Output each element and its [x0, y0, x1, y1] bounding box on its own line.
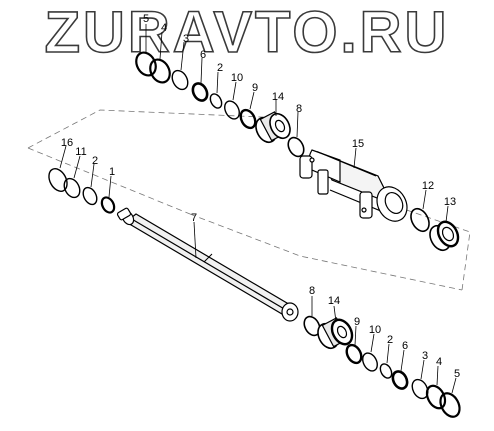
housing-15	[299, 149, 408, 222]
bottom-ring-2	[379, 363, 393, 379]
leader-lines	[59, 24, 457, 394]
watermark-text: ZURAVTO.RU	[45, 0, 450, 65]
left-ring-11	[63, 177, 81, 199]
left-ring-16	[48, 168, 68, 192]
top-ring-9	[239, 108, 257, 130]
bottom-seal-stack	[303, 315, 321, 337]
label-top-8: 8	[296, 103, 302, 115]
label-left-16: 16	[61, 137, 73, 149]
top-ring-4	[149, 58, 171, 84]
label-top-3: 3	[183, 33, 189, 45]
label-bot-6: 6	[402, 340, 408, 352]
label-left-2: 2	[92, 155, 98, 167]
top-ring-8	[287, 136, 305, 158]
label-left-11: 11	[75, 146, 86, 158]
top-ring-2	[209, 93, 223, 109]
label-bot-2: 2	[387, 334, 393, 346]
top-piston-14	[255, 111, 291, 144]
left-ring-2	[82, 186, 98, 206]
label-rod-7: 7	[191, 212, 197, 224]
gland-13	[429, 220, 460, 252]
label-top-10: 10	[231, 72, 243, 84]
label-top-15: 15	[352, 138, 364, 150]
label-mid-12: 12	[422, 180, 434, 192]
bottom-ring-8	[303, 315, 321, 337]
label-top-5: 5	[143, 13, 149, 25]
label-bot-14: 14	[328, 295, 340, 307]
label-left-1: 1	[109, 166, 115, 178]
label-top-4: 4	[161, 22, 167, 34]
left-ring-1	[100, 196, 116, 214]
left-seal-stack	[48, 168, 116, 214]
label-top-2: 2	[217, 62, 223, 74]
top-ring-10	[224, 100, 240, 120]
bottom-ring-9	[345, 343, 363, 365]
part-labels: 5 4 3 6 2 10 9 14 8 15 12 13 16 11 2 1 7…	[61, 13, 460, 380]
bottom-ring-group	[345, 343, 461, 418]
label-top-6: 6	[200, 49, 206, 61]
label-bot-5: 5	[454, 368, 460, 380]
mid-ring-12	[410, 207, 430, 233]
label-bot-10: 10	[369, 324, 381, 336]
label-bot-3: 3	[422, 350, 428, 362]
bottom-ring-6	[391, 370, 409, 390]
bottom-piston-14	[317, 317, 354, 350]
bottom-ring-10	[362, 352, 378, 372]
top-ring-6	[191, 82, 209, 102]
label-mid-13: 13	[444, 196, 456, 208]
label-bot-9: 9	[354, 316, 360, 328]
bottom-ring-3	[411, 378, 429, 400]
label-top-14: 14	[272, 91, 284, 103]
label-bot-8: 8	[309, 285, 315, 297]
label-bot-4: 4	[436, 356, 442, 368]
assembly-outline	[27, 109, 471, 291]
top-ring-3	[171, 69, 189, 91]
piston-rod-7	[116, 207, 299, 322]
label-top-9: 9	[252, 82, 258, 94]
top-seal-stack	[135, 51, 257, 130]
bottom-ring-5	[439, 392, 461, 418]
